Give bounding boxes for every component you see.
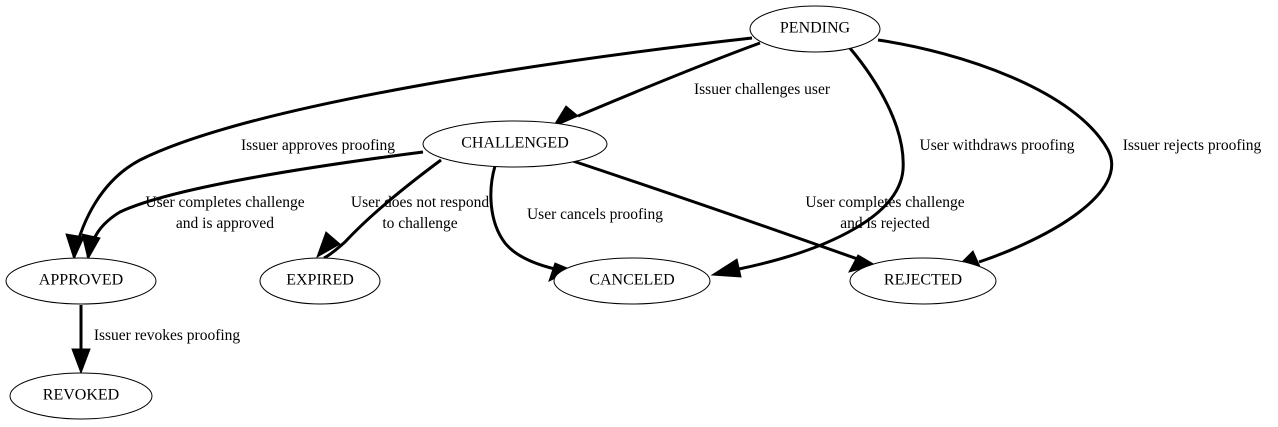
arrowhead-challenged-to-expired <box>316 231 341 259</box>
edge-line-challenged-to-canceled <box>489 165 565 273</box>
edge-pending-to-approved <box>65 36 753 261</box>
edge-label-challenged-to-rejected-line1: User completes challenge <box>805 194 964 211</box>
edge-line-pending-to-approved <box>72 36 753 258</box>
arrowhead-pending-to-canceled <box>710 258 742 278</box>
edge-label-challenged-to-approved-line1: User completes challenge <box>145 194 304 211</box>
arrowhead-approved-to-revoked <box>71 348 91 375</box>
edge-challenged-to-approved <box>81 150 424 261</box>
node-challenged[interactable]: CHALLENGED <box>422 120 608 168</box>
edge-line-challenged-to-expired <box>323 158 442 260</box>
edge-line-pending-to-canceled <box>738 46 905 271</box>
node-label-rejected: REJECTED <box>884 272 962 289</box>
arrowhead-pending-to-approved <box>65 233 85 261</box>
node-ellipse-challenged[interactable] <box>422 120 608 168</box>
edge-label-pending-to-canceled: User withdraws proofing <box>920 137 1075 154</box>
arrowhead-challenged-to-approved <box>81 233 101 261</box>
edge-line-challenged-to-rejected <box>569 158 867 264</box>
edge-approved-to-revoked <box>71 305 91 375</box>
edge-challenged-to-expired <box>316 158 442 260</box>
edge-line-pending-to-challenged <box>577 41 761 118</box>
edge-label-pending-to-challenged: Issuer challenges user <box>694 81 831 98</box>
edge-label-approved-to-revoked: Issuer revokes proofing <box>94 327 241 344</box>
edge-label-challenged-to-expired-line1: User does not respond <box>351 194 489 211</box>
node-canceled[interactable]: CANCELED <box>553 257 711 305</box>
node-ellipse-pending[interactable] <box>749 5 881 53</box>
edge-label-pending-to-rejected: Issuer rejects proofing <box>1123 137 1262 154</box>
node-ellipse-rejected[interactable] <box>849 257 997 305</box>
node-label-approved: APPROVED <box>39 272 123 289</box>
edge-label-challenged-to-expired-line2: to challenge <box>382 215 457 232</box>
edge-pending-to-rejected <box>877 38 1114 271</box>
node-ellipse-canceled[interactable] <box>553 257 711 305</box>
edge-label-challenged-to-rejected-line2: and is rejected <box>840 215 930 232</box>
edge-challenged-to-canceled <box>489 165 574 282</box>
node-label-expired: EXPIRED <box>286 272 354 289</box>
edge-line-challenged-to-approved <box>86 150 424 258</box>
node-rejected[interactable]: REJECTED <box>849 257 997 305</box>
edge-label-challenged-to-canceled: User cancels proofing <box>527 206 663 223</box>
node-label-canceled: CANCELED <box>589 272 674 289</box>
edge-label-pending-to-approved: Issuer approves proofing <box>241 137 395 154</box>
edge-pending-to-challenged <box>551 41 761 129</box>
node-approved[interactable]: APPROVED <box>5 257 157 305</box>
node-pending[interactable]: PENDING <box>749 5 881 53</box>
node-expired[interactable]: EXPIRED <box>259 257 381 305</box>
node-label-challenged: CHALLENGED <box>461 135 569 152</box>
edge-line-pending-to-rejected <box>877 38 1114 264</box>
node-label-revoked: REVOKED <box>43 387 119 404</box>
arrowhead-pending-to-challenged <box>551 105 579 129</box>
node-revoked[interactable]: REVOKED <box>9 372 153 420</box>
edge-label-challenged-to-approved-line2: and is approved <box>176 215 274 232</box>
node-ellipse-revoked[interactable] <box>9 372 153 420</box>
node-ellipse-expired[interactable] <box>259 257 381 305</box>
node-label-pending: PENDING <box>780 20 851 37</box>
node-ellipse-approved[interactable] <box>5 257 157 305</box>
edge-pending-to-canceled <box>710 46 905 278</box>
